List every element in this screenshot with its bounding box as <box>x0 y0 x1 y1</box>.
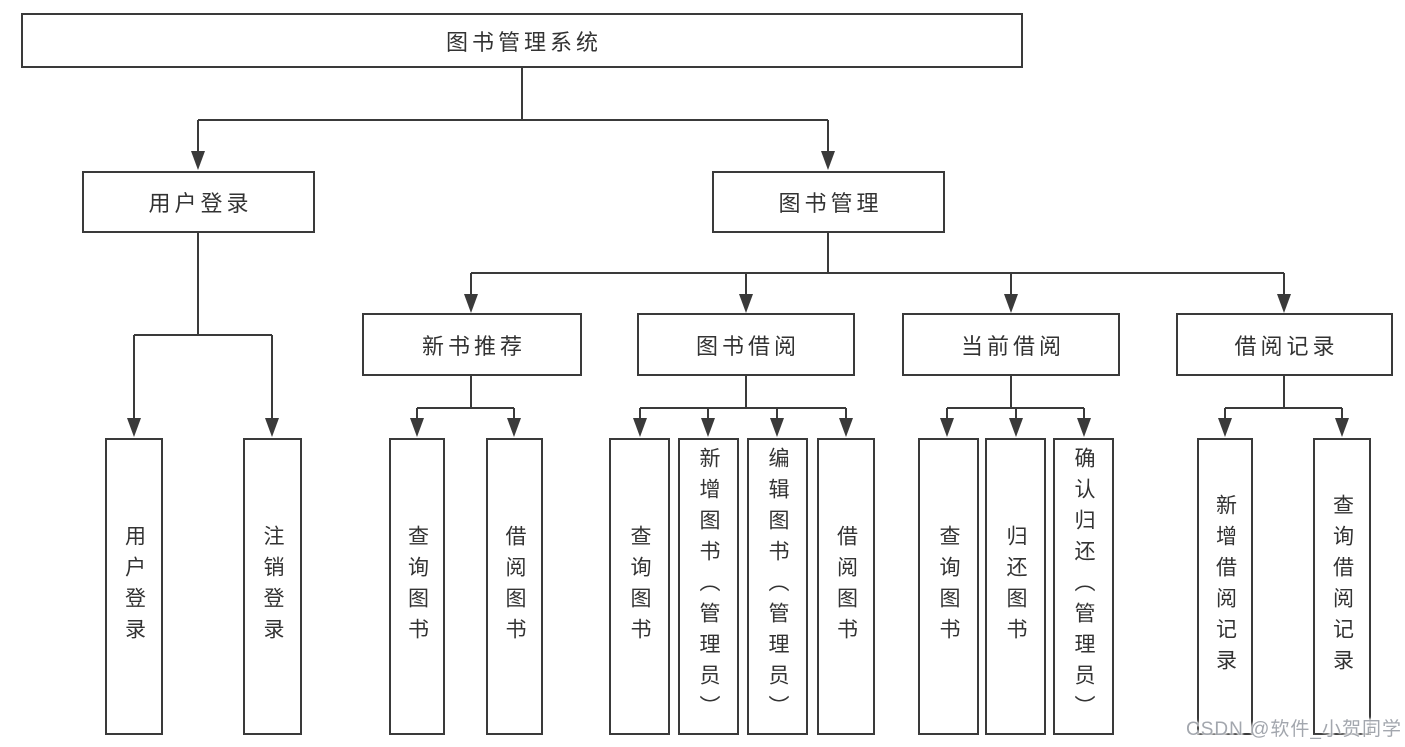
node-new-book-recommend: 新书推荐 <box>362 313 582 376</box>
node-leaf-query-books-borrowing: 查询图书 <box>609 438 670 735</box>
node-label: 查询图书 <box>405 524 429 649</box>
node-book-management: 图书管理 <box>712 171 945 233</box>
node-label: 查询借阅记录 <box>1330 493 1354 680</box>
node-label: 编辑图书（管理员） <box>766 447 790 726</box>
node-library-system: 图书管理系统 <box>21 13 1023 68</box>
node-leaf-return-books: 归还图书 <box>985 438 1046 735</box>
node-label: 查询图书 <box>628 524 652 649</box>
node-label: 用户登录 <box>148 191 253 216</box>
node-current-borrowing: 当前借阅 <box>902 313 1120 376</box>
node-book-borrowing: 图书借阅 <box>637 313 855 376</box>
node-leaf-query-borrow-record: 查询借阅记录 <box>1313 438 1371 735</box>
node-label: 当前借阅 <box>960 333 1065 359</box>
node-leaf-query-books-recommend: 查询图书 <box>389 438 445 735</box>
node-label: 归还图书 <box>1004 524 1028 649</box>
node-leaf-query-books-current: 查询图书 <box>918 438 979 735</box>
node-label: 新书推荐 <box>421 333 526 359</box>
node-borrowing-records: 借阅记录 <box>1176 313 1393 376</box>
node-leaf-borrow-books: 借阅图书 <box>817 438 875 735</box>
watermark: CSDN @软件_小贺同学 <box>1186 719 1402 740</box>
node-label: 用户登录 <box>122 524 146 649</box>
node-leaf-confirm-return-admin: 确认归还（管理员） <box>1053 438 1114 735</box>
node-leaf-add-borrow-record: 新增借阅记录 <box>1197 438 1253 735</box>
node-label: 注销登录 <box>261 524 285 649</box>
node-leaf-logout: 注销登录 <box>243 438 302 735</box>
node-label: 图书借阅 <box>695 333 800 359</box>
node-label: 确认归还（管理员） <box>1072 447 1096 726</box>
node-leaf-borrow-books-recommend: 借阅图书 <box>486 438 543 735</box>
node-label: 借阅记录 <box>1234 333 1339 359</box>
node-label: 新增借阅记录 <box>1213 493 1237 680</box>
node-leaf-add-books-admin: 新增图书（管理员） <box>678 438 739 735</box>
node-label: 查询图书 <box>937 524 961 649</box>
node-label: 图书管理系统 <box>445 29 602 55</box>
node-label: 借阅图书 <box>834 524 858 649</box>
node-leaf-user-login: 用户登录 <box>105 438 163 735</box>
node-label: 图书管理 <box>778 191 883 216</box>
node-label: 新增图书（管理员） <box>697 447 721 726</box>
node-user-login: 用户登录 <box>82 171 315 233</box>
node-label: 借阅图书 <box>503 524 527 649</box>
node-leaf-edit-books-admin: 编辑图书（管理员） <box>747 438 808 735</box>
